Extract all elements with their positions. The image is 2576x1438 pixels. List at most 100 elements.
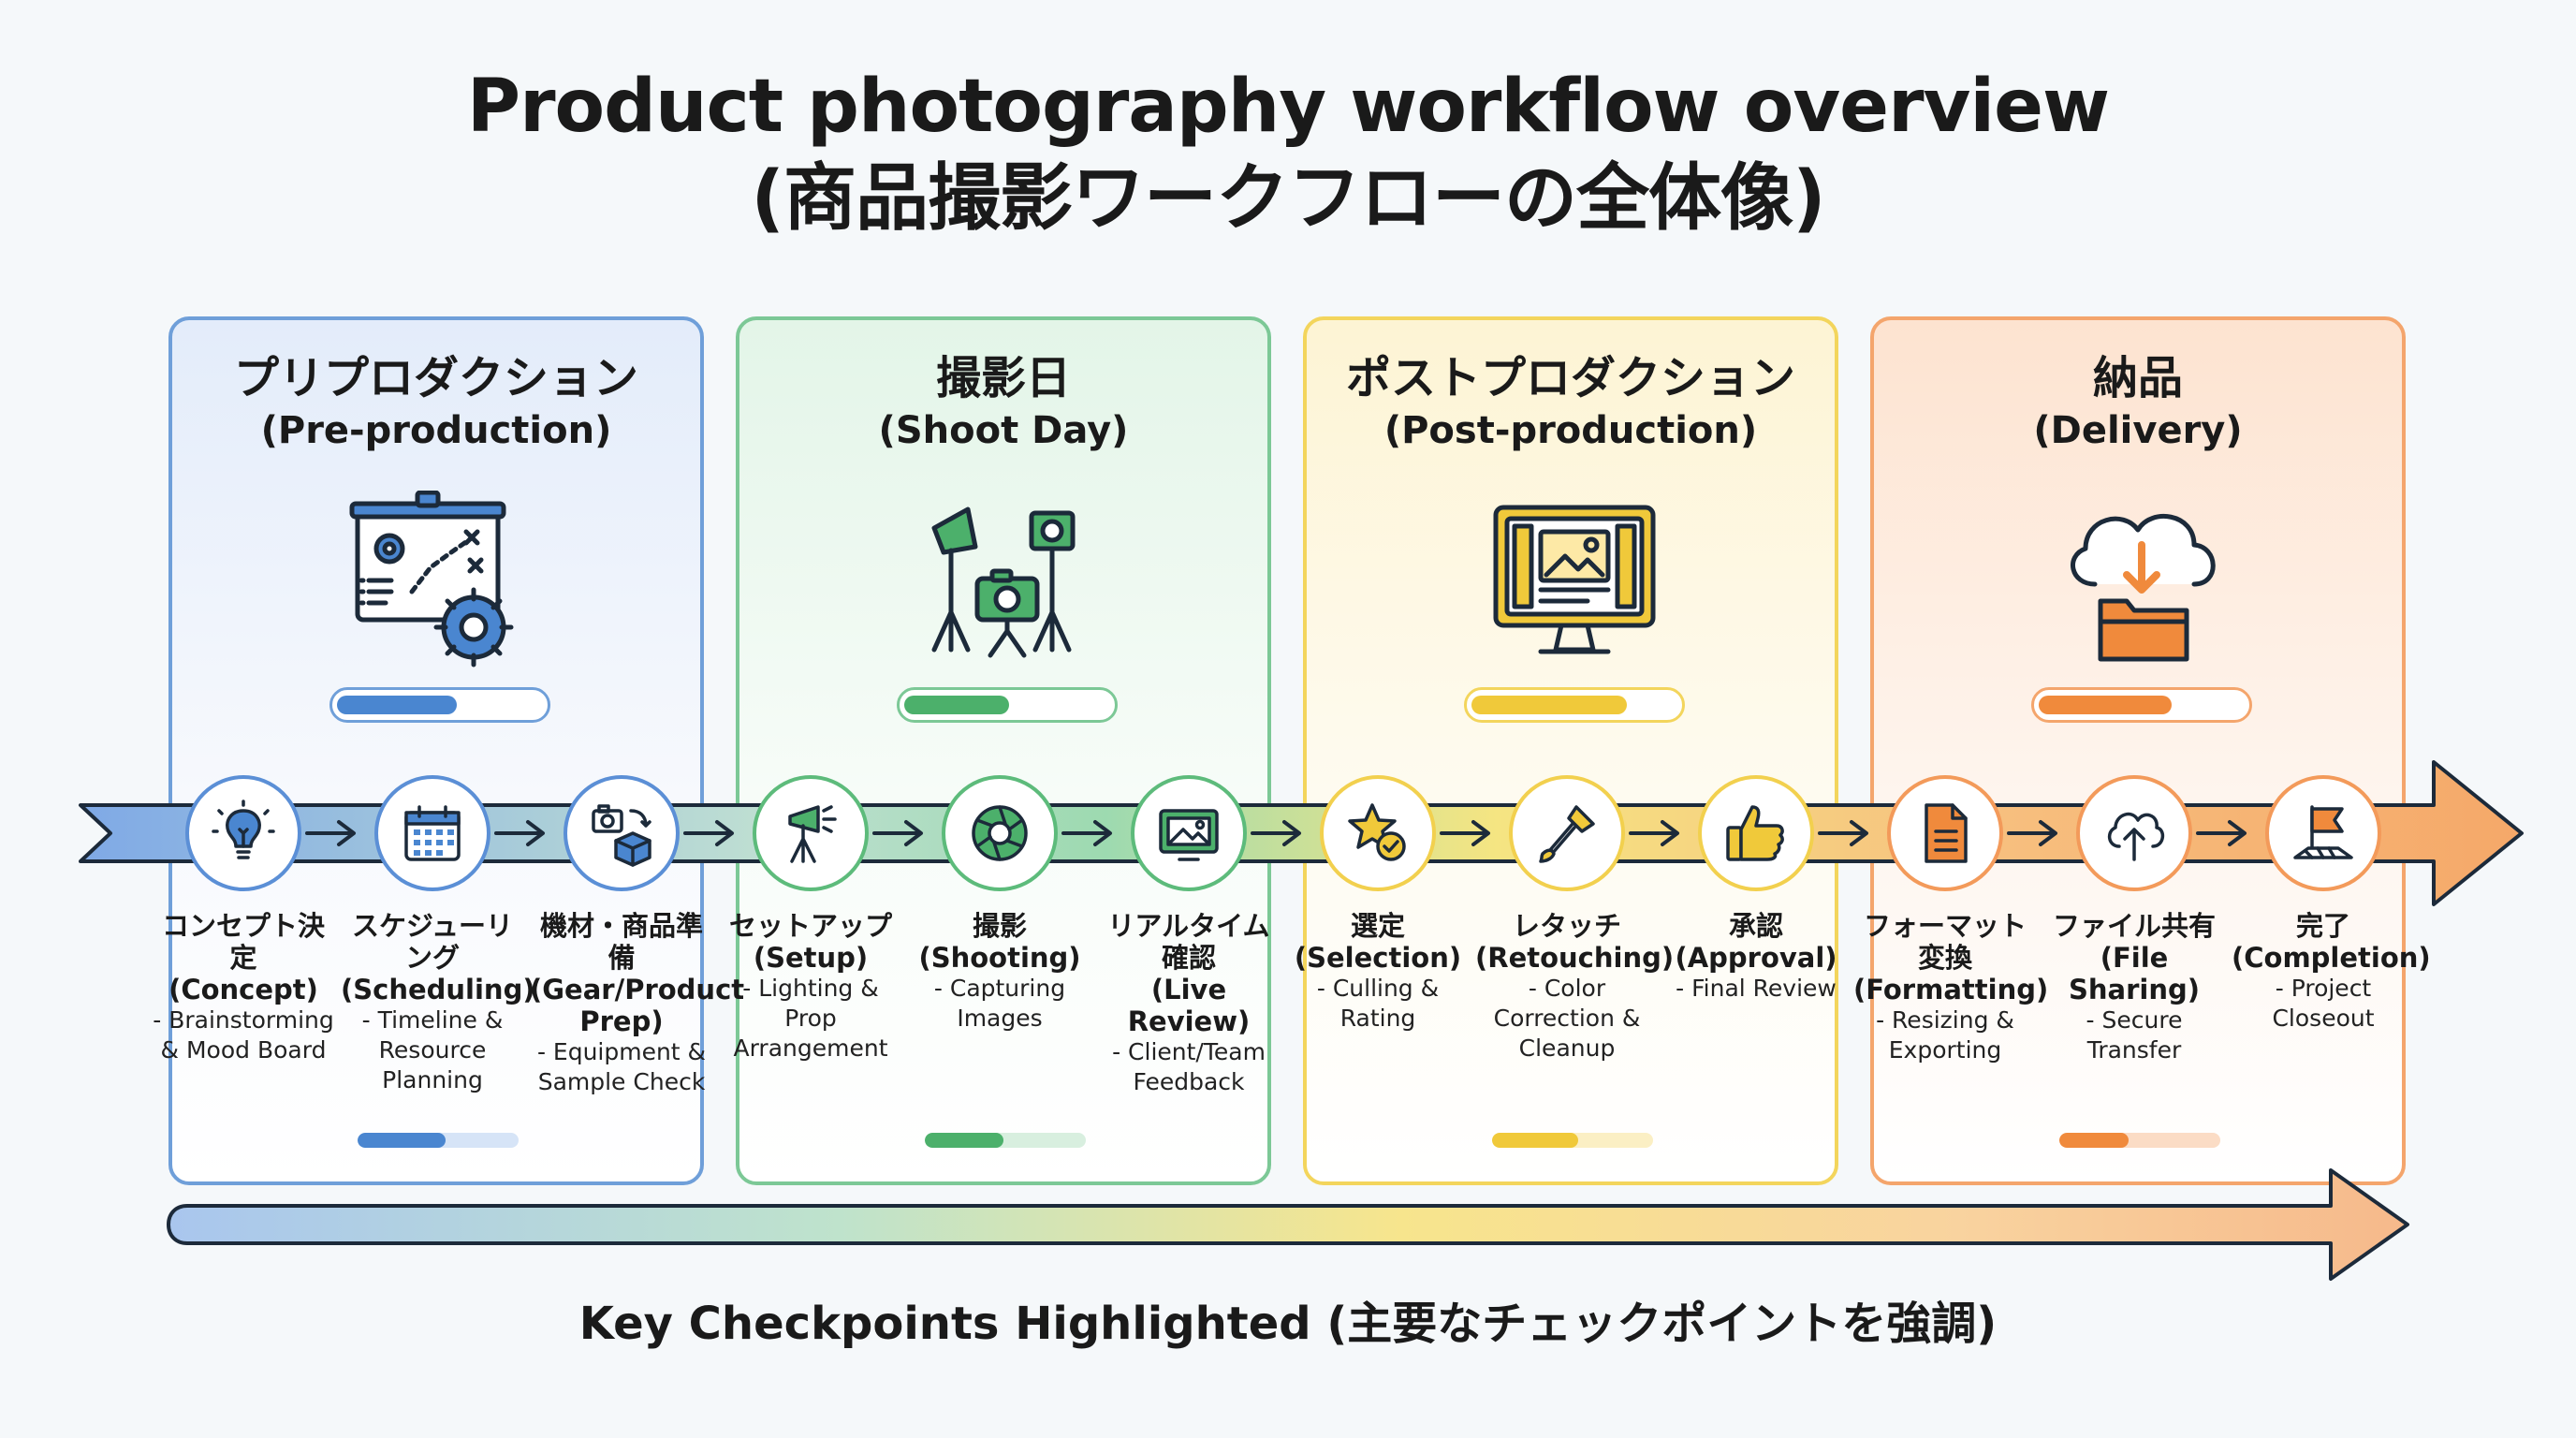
thumbs-up-icon [1698, 775, 1814, 891]
step-title-en: (Retouching) [1475, 942, 1675, 974]
step-title-en: (Live Review) [1127, 974, 1251, 1037]
phase-progress-bar [2031, 687, 2252, 723]
progress-fill [2039, 696, 2172, 714]
step-label-setup: セットアップ (Setup) - Lighting & Prop Arrange… [719, 910, 902, 1064]
star-check-icon [1320, 775, 1436, 891]
phase-subtitle: (Post-production) [1383, 409, 1758, 452]
phase-panel-pre-production: プリプロダクション (Pre-production) [168, 316, 704, 1185]
step-title-en: (File Sharing) [2068, 942, 2200, 1005]
step-title-jp: セットアップ [728, 910, 892, 942]
step-arrow [1629, 820, 1679, 846]
lightbulb-icon [185, 775, 301, 891]
step-label-live-review: リアルタイム確認 (Live Review) - Client/Team Fee… [1097, 910, 1281, 1097]
step-title-jp: リアルタイム確認 [1107, 910, 1270, 974]
camera-box-icon [564, 775, 680, 891]
step-title-en: (Formatting) [1853, 974, 2049, 1005]
step-title-jp: 選定 [1350, 910, 1405, 942]
step-label-file-sharing: ファイル共有 (File Sharing) - Secure Transfer [2042, 910, 2226, 1065]
phase-panel-shoot-day: 撮影日 (Shoot Day) [736, 316, 1271, 1185]
progress-fill [1471, 696, 1627, 714]
key-checkpoints-caption: Key Checkpoints Highlighted (主要なチェックポイント… [578, 1298, 1998, 1350]
step-description: - Capturing Images [933, 975, 1066, 1032]
diagram-subtitle: (商品撮影ワークフローの全体像) [751, 156, 1825, 241]
step-title-jp: ファイル共有 [2052, 910, 2216, 942]
calendar-icon [374, 775, 490, 891]
phase-title: ポストプロダクション [1345, 352, 1795, 404]
step-title-jp: 機材・商品準備 [539, 910, 703, 974]
document-icon [1887, 775, 2003, 891]
step-title-en: (Concept) [168, 974, 318, 1005]
phase-progress-bar [897, 687, 1118, 723]
progress-fill [337, 696, 457, 714]
step-description: - Color Correction & Cleanup [1493, 975, 1641, 1062]
cloud-download-folder-icon [2048, 491, 2235, 678]
step-description: - Final Review [1676, 975, 1837, 1002]
finish-flag-icon [2265, 775, 2381, 891]
phase-mini-progress [358, 1133, 519, 1148]
step-description: - Equipment & Sample Check [536, 1038, 707, 1095]
step-arrow [683, 820, 734, 846]
step-label-scheduling: スケジューリング (Scheduling) - Timeline & Resou… [341, 910, 535, 1095]
step-label-retouching: レタッチ (Retouching) - Color Correction & C… [1475, 910, 1675, 1064]
editing-monitor-icon [1481, 491, 1668, 678]
step-title-jp: フォーマット変換 [1863, 910, 2027, 974]
phase-subtitle: (Pre-production) [260, 409, 612, 452]
brush-icon [1509, 775, 1625, 891]
planning-board-icon [346, 490, 534, 678]
phase-title: プリプロダクション [233, 352, 638, 404]
step-arrow [1061, 820, 1112, 846]
studio-lights-camera-icon [914, 491, 1101, 678]
phase-panel-delivery: 納品 (Delivery) [1870, 316, 2406, 1185]
step-title-jp: 承認 [1728, 910, 1783, 942]
step-description: - Timeline & Resource Planning [361, 1006, 504, 1093]
checkpoint-arrow [167, 1168, 2409, 1281]
step-description: - Client/Team Feedback [1112, 1038, 1266, 1095]
step-title-en: (Shooting) [918, 942, 1081, 974]
mini-progress-fill [358, 1133, 446, 1148]
step-title-en: (Completion) [2232, 942, 2431, 974]
step-description: - Culling & Rating [1316, 975, 1440, 1032]
step-label-completion: 完了 (Completion) - Project Closeout [2232, 910, 2431, 1034]
phase-mini-progress [925, 1133, 1086, 1148]
image-monitor-icon [1131, 775, 1247, 891]
phase-title: 撮影日 [935, 352, 1071, 404]
step-arrow [2007, 820, 2057, 846]
step-title-jp: コンセプト決定 [161, 910, 325, 974]
step-label-selection: 選定 (Selection) - Culling & Rating [1286, 910, 1470, 1034]
step-title-jp: 完了 [2295, 910, 2350, 942]
step-arrow [872, 820, 923, 846]
step-title-en: (Approval) [1675, 942, 1837, 974]
step-title-en: (Scheduling) [341, 974, 535, 1005]
phase-subtitle: (Shoot Day) [878, 409, 1129, 452]
step-title-en: (Gear/Product Prep) [530, 974, 745, 1037]
step-arrow [1818, 820, 1868, 846]
step-label-approval: 承認 (Approval) - Final Review [1664, 910, 1848, 1004]
phase-mini-progress [1492, 1133, 1653, 1148]
step-label-formatting: フォーマット変換 (Formatting) - Resizing & Expor… [1853, 910, 2049, 1065]
step-title-jp: レタッチ [1512, 910, 1621, 942]
step-title-en: (Selection) [1294, 942, 1462, 974]
phase-mini-progress [2059, 1133, 2220, 1148]
mini-progress-fill [925, 1133, 1003, 1148]
step-label-shooting: 撮影 (Shooting) - Capturing Images [908, 910, 1091, 1034]
step-arrow [494, 820, 545, 846]
step-description: - Lighting & Prop Arrangement [733, 975, 888, 1062]
phase-subtitle: (Delivery) [2033, 409, 2243, 452]
phase-panel-post-production: ポストプロダクション (Post-production) [1303, 316, 1838, 1185]
diagram-title: Product photography workflow overview [466, 65, 2110, 149]
phase-progress-bar [1464, 687, 1685, 723]
step-label-concept: コンセプト決定 (Concept) - Brainstorming & Mood… [152, 910, 335, 1065]
aperture-icon [942, 775, 1058, 891]
mini-progress-fill [2059, 1133, 2129, 1148]
cloud-upload-icon [2076, 775, 2192, 891]
mini-progress-fill [1492, 1133, 1578, 1148]
step-arrow [305, 820, 356, 846]
tripod-light-icon [753, 775, 869, 891]
step-arrow [1440, 820, 1490, 846]
step-title-jp: スケジューリング [352, 910, 513, 974]
progress-fill [904, 696, 1009, 714]
step-description: - Secure Transfer [2086, 1006, 2183, 1064]
step-description: - Resizing & Exporting [1876, 1006, 2014, 1064]
step-description: - Project Closeout [2272, 975, 2375, 1032]
step-title-jp: 撮影 [972, 910, 1027, 942]
